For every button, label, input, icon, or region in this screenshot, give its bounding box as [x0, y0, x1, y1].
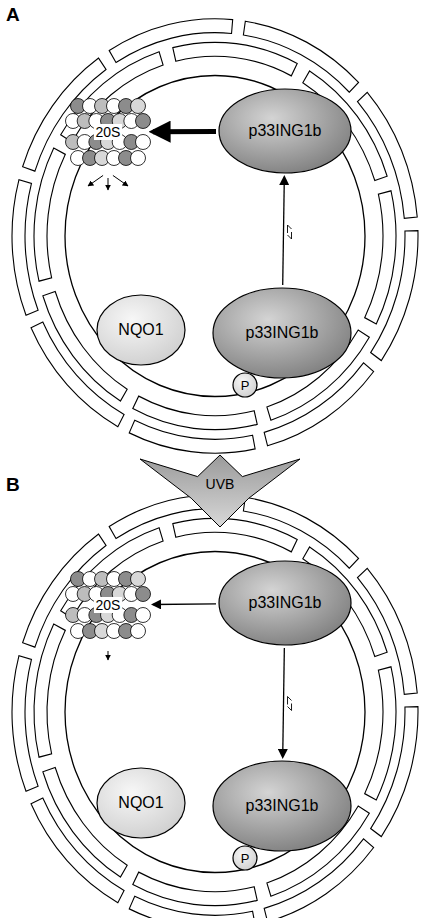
- proteasome: 20S: [66, 565, 150, 645]
- reaction-arrow: [283, 177, 285, 285]
- cell-outline: [12, 19, 418, 453]
- equilibrium-harpoon: [288, 225, 292, 233]
- membrane-segment: [34, 624, 65, 757]
- node-label: 20S: [94, 124, 123, 140]
- node-label: 20S: [94, 597, 123, 613]
- protein-oval: p33ING1b: [212, 760, 352, 852]
- edge-group: [153, 603, 216, 605]
- degradation-arrow: [108, 178, 109, 190]
- node-label: UVB: [206, 476, 235, 492]
- panel-letter: B: [6, 474, 20, 496]
- nucleus-outline: [65, 75, 365, 396]
- degradation-arrow: [108, 651, 109, 660]
- cell-outline: [12, 495, 418, 918]
- membrane-segment: [365, 191, 396, 324]
- edge-group: [283, 648, 292, 757]
- protein-oval: p33ING1b: [218, 88, 352, 174]
- node-label: p33ING1b: [249, 594, 322, 612]
- reaction-arrow: [153, 129, 216, 134]
- membrane-segment: [34, 148, 65, 281]
- node-label: p33ING1b: [246, 797, 319, 815]
- reaction-arrow: [283, 648, 285, 757]
- membrane-segment: [173, 518, 297, 552]
- degradation-arrow: [88, 175, 103, 186]
- protein-oval: p33ING1b: [218, 560, 352, 646]
- node-label: NQO1: [118, 794, 163, 812]
- edge-group: [153, 131, 216, 132]
- degradation-arrow: [113, 175, 128, 186]
- protein-oval: NQO1: [96, 767, 186, 839]
- reaction-arrow: [153, 603, 216, 605]
- protein-oval: p33ING1b: [212, 287, 352, 379]
- node-label: P: [241, 851, 250, 866]
- equilibrium-harpoon: [288, 697, 292, 705]
- node-label: p33ING1b: [246, 324, 319, 342]
- membrane-segment: [133, 396, 257, 430]
- proteasome: 20S: [66, 92, 150, 172]
- panel-letter: A: [6, 4, 20, 26]
- phospho-circle: P: [232, 845, 258, 871]
- nucleus-outline: [65, 552, 365, 873]
- membrane-segment: [133, 872, 257, 906]
- membrane-segment: [173, 42, 297, 76]
- equilibrium-harpoon: [288, 232, 292, 239]
- membrane-segment: [365, 667, 396, 800]
- equilibrium-harpoon: [288, 704, 292, 711]
- phospho-circle: P: [232, 372, 258, 398]
- edge-group: [283, 177, 292, 285]
- node-label: P: [241, 378, 250, 393]
- protein-oval: NQO1: [96, 294, 186, 366]
- node-label: NQO1: [118, 321, 163, 339]
- node-label: p33ING1b: [249, 122, 322, 140]
- uvb-burst: UVB: [140, 455, 300, 527]
